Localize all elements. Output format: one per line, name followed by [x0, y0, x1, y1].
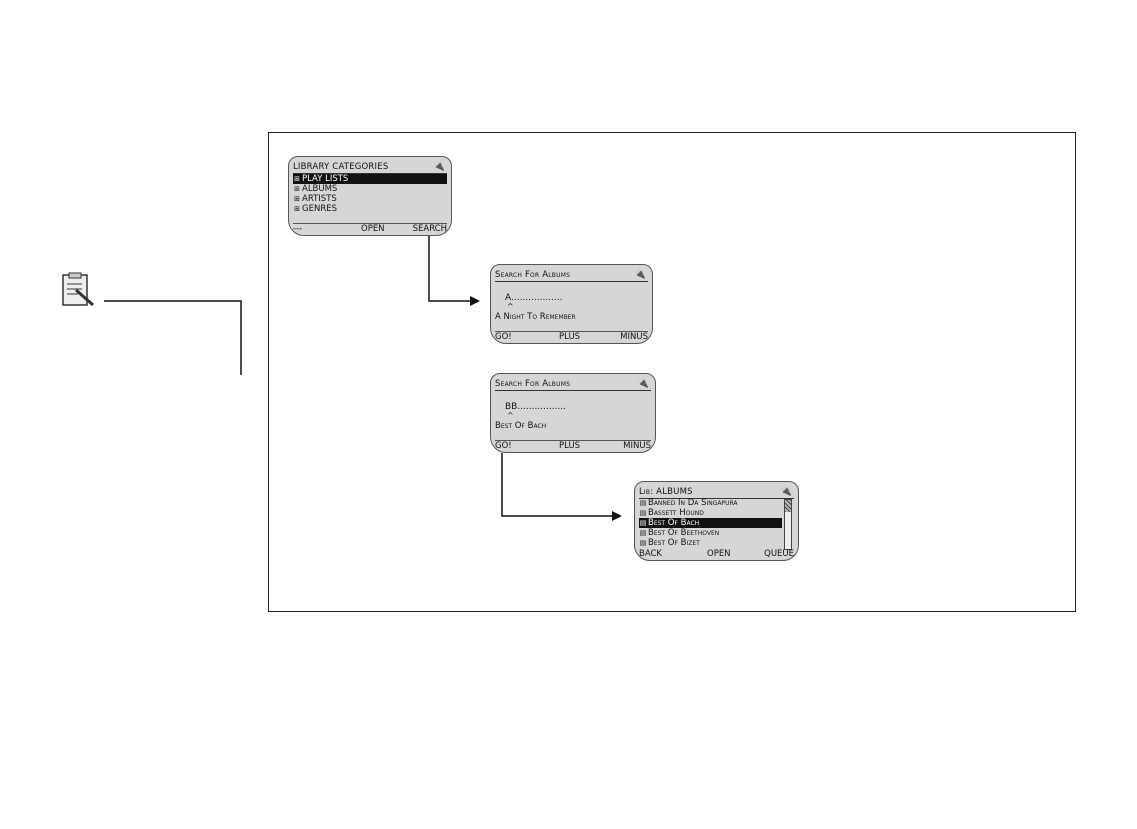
search-result: Best Of Bach: [495, 421, 547, 431]
softkey-bar: BACK OPEN QUEUE: [639, 549, 794, 559]
albums-list-screen: Lib: ALBUMS 🔌 ▤Banned In Da Singapura ▤B…: [634, 481, 799, 561]
softkey-minus[interactable]: MINUS: [623, 441, 651, 451]
search-entry-field[interactable]: A..................: [505, 293, 563, 303]
softkey-go[interactable]: GO!: [495, 332, 512, 342]
album-item[interactable]: ▤Bassett Hound: [639, 508, 704, 518]
softkey-search[interactable]: SEARCH: [412, 224, 447, 234]
diagram-frame: [268, 132, 1076, 612]
softkey-open[interactable]: OPEN: [361, 224, 385, 234]
folder-tree-icon: ⊞: [294, 185, 300, 193]
softkey-bar: --- OPEN SEARCH: [293, 223, 447, 234]
battery-icon: 🔌: [433, 162, 445, 172]
album-icon: ▤: [639, 499, 647, 507]
album-item-selected[interactable]: ▤Best Of Bach: [639, 518, 782, 528]
softkey-bar: GO! PLUS MINUS: [495, 440, 651, 451]
scrollbar[interactable]: [784, 499, 792, 550]
arrow-search-to-search-screen: [428, 236, 480, 306]
search-entry-field[interactable]: BB.................: [505, 402, 566, 412]
softkey-left[interactable]: ---: [293, 224, 303, 234]
category-item-albums[interactable]: ⊞ALBUMS: [294, 184, 338, 194]
library-categories-screen: LIBRARY CATEGORIES 🔌 ⊞PLAY LISTS ⊞ALBUMS…: [288, 156, 452, 236]
search-result: A Night To Remember: [495, 312, 576, 322]
battery-icon: 🔌: [637, 379, 649, 389]
battery-icon: 🔌: [634, 270, 646, 280]
search-albums-screen-a: Search For Albums 🔌 A.................. …: [490, 264, 653, 344]
caret-icon: ^: [507, 411, 514, 420]
folder-tree-icon: ⊞: [294, 205, 300, 213]
screen-title: Lib: ALBUMS 🔌: [639, 487, 794, 499]
screen-title: Search For Albums 🔌: [495, 379, 651, 391]
search-albums-screen-bb: Search For Albums 🔌 BB................. …: [490, 373, 656, 453]
softkey-bar: GO! PLUS MINUS: [495, 331, 648, 342]
category-item-genres[interactable]: ⊞GENRES: [294, 204, 337, 214]
album-icon: ▤: [639, 539, 647, 547]
softkey-plus[interactable]: PLUS: [559, 332, 581, 342]
category-item-artists[interactable]: ⊞ARTISTS: [294, 194, 337, 204]
softkey-back[interactable]: BACK: [639, 549, 663, 559]
scrollbar-thumb[interactable]: [785, 500, 791, 512]
album-item[interactable]: ▤Best Of Bizet: [639, 538, 700, 548]
softkey-plus[interactable]: PLUS: [559, 441, 581, 451]
battery-icon: 🔌: [780, 487, 792, 497]
caret-icon: ^: [507, 302, 514, 311]
note-icon: [62, 272, 96, 308]
album-icon: ▤: [639, 519, 647, 527]
softkey-go[interactable]: GO!: [495, 441, 512, 451]
note-connector: [104, 300, 242, 375]
folder-tree-icon: ⊞: [294, 195, 300, 203]
softkey-queue[interactable]: QUEUE: [764, 549, 794, 559]
softkey-open[interactable]: OPEN: [707, 549, 731, 559]
arrow-go-to-albums: [501, 453, 622, 521]
album-icon: ▤: [639, 529, 647, 537]
screen-title: Search For Albums 🔌: [495, 270, 648, 282]
softkey-minus[interactable]: MINUS: [620, 332, 648, 342]
album-item[interactable]: ▤Best Of Beethoven: [639, 528, 720, 538]
album-icon: ▤: [639, 509, 647, 517]
folder-tree-icon: ⊞: [294, 175, 300, 183]
category-item-play-lists[interactable]: ⊞PLAY LISTS: [293, 174, 447, 184]
screen-title: LIBRARY CATEGORIES 🔌: [293, 162, 447, 174]
album-item[interactable]: ▤Banned In Da Singapura: [639, 498, 738, 508]
